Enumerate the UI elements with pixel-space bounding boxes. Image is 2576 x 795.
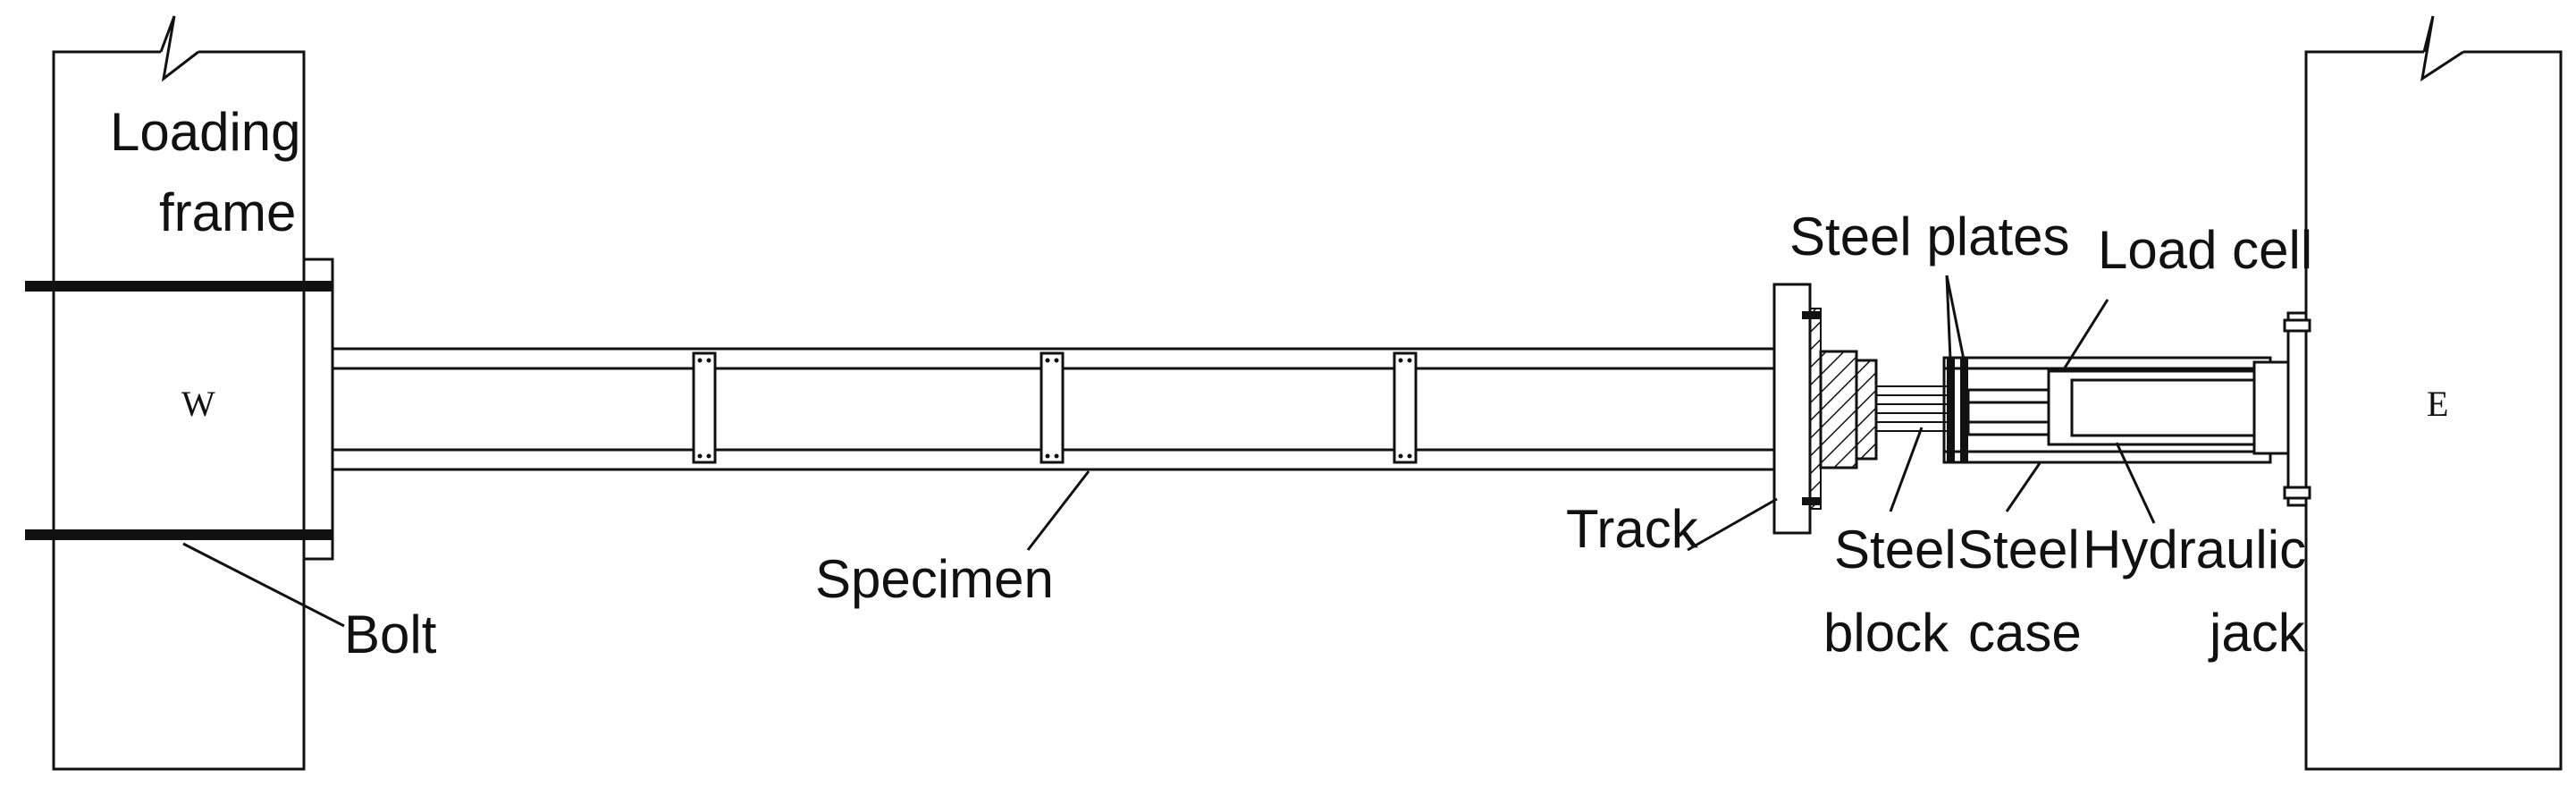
loading-frame-label-line1: Loading	[110, 102, 301, 162]
steel-block-label-line2: block	[1823, 603, 1949, 663]
steel-case-label-line2: case	[1968, 603, 2082, 663]
load-cell	[1966, 388, 2050, 436]
track-label: Track	[1566, 499, 1699, 559]
track	[1772, 283, 1822, 535]
east-reaction-plate	[2283, 311, 2311, 507]
steel-plates-leader-lines	[1945, 275, 1966, 360]
hydraulic-jack-label-line1: Hydraulic	[2083, 520, 2306, 579]
east-label: E	[2427, 384, 2448, 424]
west-label: W	[181, 384, 215, 424]
bolt-label: Bolt	[344, 605, 437, 664]
load-cell-label: Load cell	[2098, 220, 2312, 280]
steel-plates-label: Steel plates	[1789, 207, 2070, 266]
bolt-leader-line	[182, 542, 345, 628]
hydraulic-jack	[2047, 360, 2290, 455]
specimen-stiffener-1	[692, 351, 717, 464]
specimen-label: Specimen	[815, 549, 1054, 609]
hydraulic-jack-label-line2: jack	[2208, 603, 2306, 663]
steel-case-leader-line	[2005, 462, 2041, 512]
specimen-stiffener-3	[1393, 351, 1418, 464]
west-end-plate	[302, 258, 334, 561]
steel-plates	[1947, 358, 1968, 462]
hydraulic-jack-leader-line	[2115, 442, 2156, 524]
specimen-leader-line	[1026, 470, 1090, 551]
specimen-stiffener-2	[1040, 351, 1065, 464]
track-leader-line	[1687, 497, 1778, 552]
steel-block-label-line1: Steel	[1834, 520, 1957, 579]
east-loading-frame	[2304, 15, 2563, 771]
steel-block-leader-line	[1889, 427, 1924, 512]
bolts	[25, 281, 333, 540]
steel-block	[1819, 350, 1878, 469]
strands	[1876, 385, 1949, 432]
steel-case-label-line1: Steel	[1957, 520, 2080, 579]
west-loading-frame	[52, 15, 306, 771]
loading-frame-label-line2: frame	[159, 182, 296, 242]
